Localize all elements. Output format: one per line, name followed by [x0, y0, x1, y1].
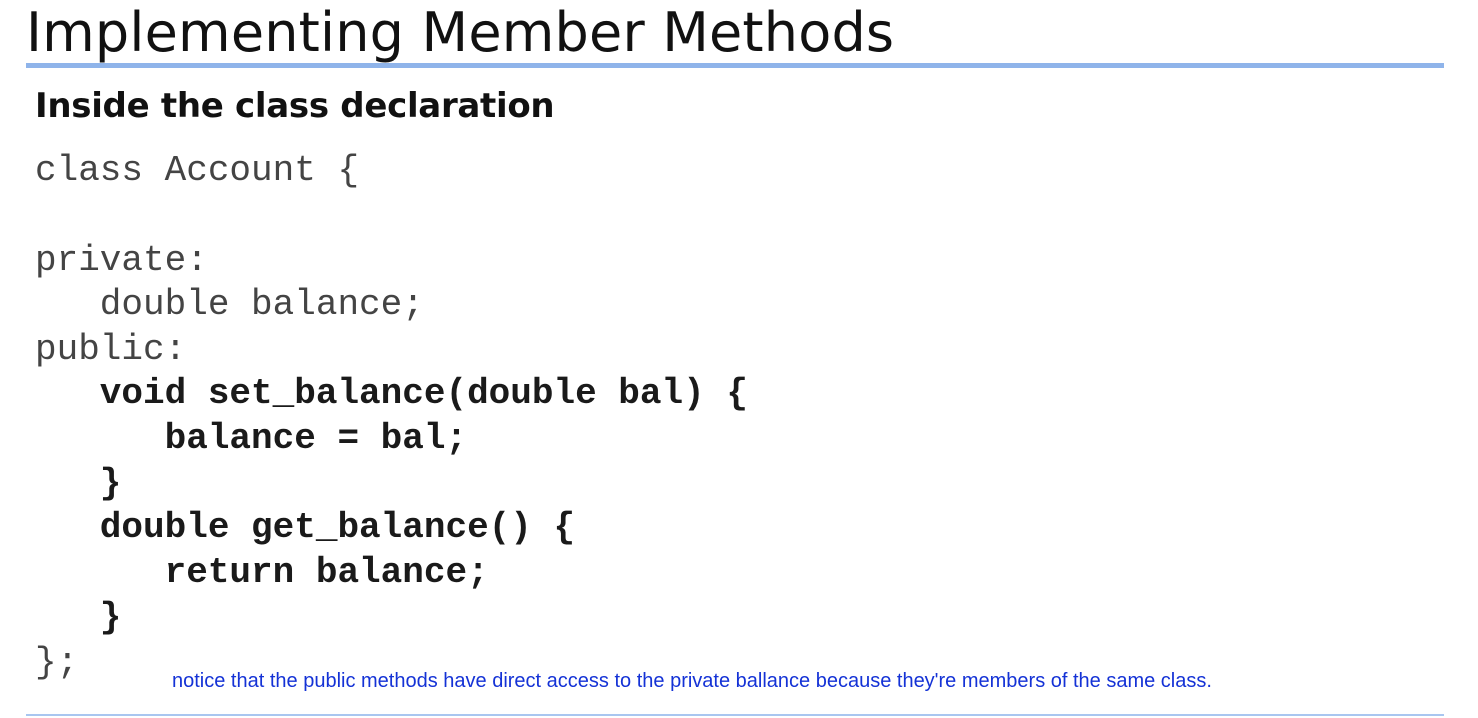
code-line: public:	[35, 329, 187, 370]
code-line: }	[35, 463, 122, 504]
code-line: };	[35, 642, 79, 683]
title-underline	[26, 63, 1444, 68]
annotation-note: notice that the public methods have dire…	[172, 670, 1212, 692]
code-line: return balance;	[35, 552, 489, 593]
slide-subtitle: Inside the class declaration	[35, 86, 555, 126]
code-line: balance = bal;	[35, 418, 468, 459]
code-line: double balance;	[35, 284, 424, 325]
code-line: private:	[35, 240, 208, 281]
code-line: double get_balance() {	[35, 507, 576, 548]
code-line: void set_balance(double bal) {	[35, 373, 748, 414]
code-line: class Account {	[35, 150, 360, 191]
slide-title: Implementing Member Methods	[26, 1, 895, 64]
bottom-divider	[26, 714, 1444, 716]
code-line: }	[35, 597, 122, 638]
